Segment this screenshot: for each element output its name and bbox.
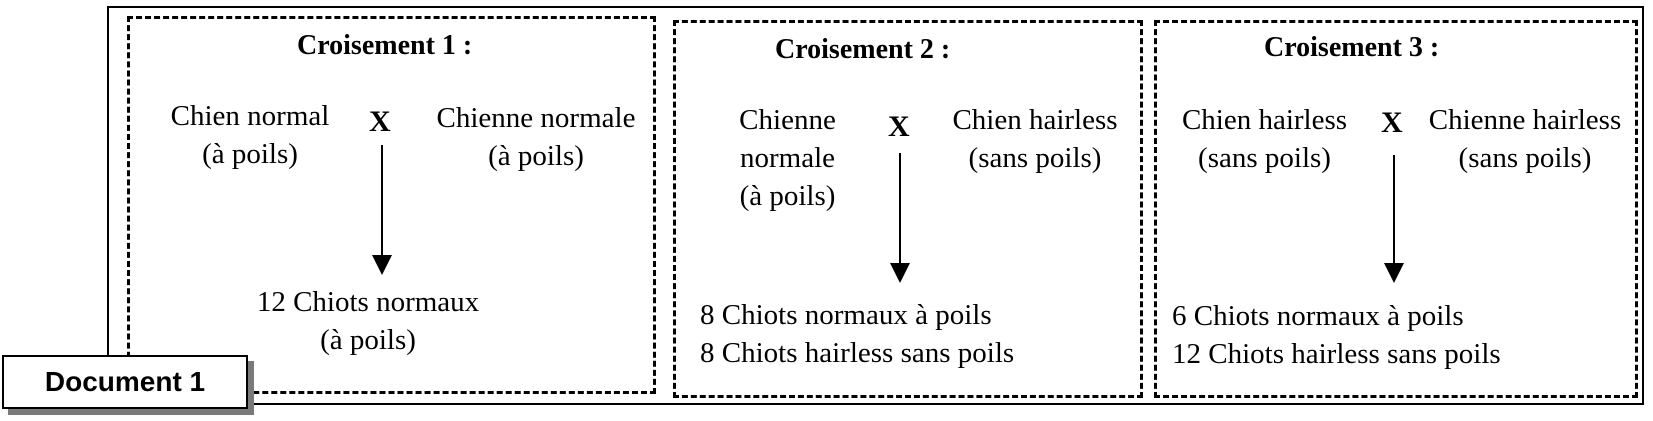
crossing-1-cross-symbol: X: [369, 105, 391, 138]
crossing-1-title: Croisement 1 :: [297, 30, 473, 61]
crossing-1-parent-right-line-2: (à poils): [488, 140, 584, 172]
document-label: Document 1: [2, 355, 248, 409]
crossing-3-offspring-line-1: 6 Chiots normaux à poils: [1172, 300, 1464, 332]
crossing-1-parent-right-line-1: Chienne normale: [436, 102, 636, 134]
crossing-1-offspring-line-2: (à poils): [320, 324, 416, 356]
crossing-3-parent-left: Chien hairless (sans poils): [1167, 101, 1362, 177]
crossing-1-parent-left: Chien normal (à poils): [155, 97, 345, 173]
crossing-3-parent-right: Chienne hairless (sans poils): [1414, 101, 1636, 177]
crossing-1-panel: [127, 16, 656, 394]
crossing-3-panel: [1154, 20, 1638, 398]
crossing-3-offspring-line-2: 12 Chiots hairless sans poils: [1172, 338, 1501, 370]
crossing-3-cross-symbol: X: [1381, 106, 1403, 139]
crossing-3-parent-left-line-1: Chien hairless: [1181, 104, 1348, 136]
crossing-2-parent-left-line-3: (à poils): [739, 180, 836, 212]
crossing-1-parent-left-line-2: (à poils): [202, 138, 298, 170]
crossing-1-offspring: 12 Chiots normaux (à poils): [218, 283, 518, 359]
crossing-3-offspring: 6 Chiots normaux à poils 12 Chiots hairl…: [1172, 297, 1501, 373]
crossing-2-panel: [673, 20, 1143, 398]
crossing-2-parent-left-line-2: normale: [739, 142, 835, 174]
crossing-2-parent-right-line-1: Chien hairless: [952, 104, 1118, 136]
crossing-2-offspring-line-2: 8 Chiots hairless sans poils: [700, 337, 1015, 369]
crossing-2-parent-right: Chien hairless (sans poils): [935, 101, 1135, 177]
crossing-1-parent-right: Chienne normale (à poils): [418, 99, 654, 175]
crossing-3-parent-left-line-2: (sans poils): [1198, 142, 1331, 174]
crossing-2-cross-symbol: X: [888, 110, 910, 143]
document-frame: [107, 6, 1644, 405]
crossing-3-arrow: [1384, 155, 1404, 283]
crossing-3-parent-right-line-1: Chienne hairless: [1428, 104, 1622, 136]
crossing-2-arrow: [890, 153, 910, 283]
crossing-2-title: Croisement 2 :: [775, 34, 951, 65]
crossing-3-title: Croisement 3 :: [1264, 32, 1440, 63]
crossing-3-parent-right-line-2: (sans poils): [1458, 142, 1592, 174]
crossing-1-arrow: [372, 145, 392, 275]
crossing-2-offspring-line-1: 8 Chiots normaux à poils: [700, 299, 992, 331]
crossing-2-parent-right-line-2: (sans poils): [968, 142, 1102, 174]
crossing-2-parent-left-line-1: Chienne: [739, 104, 836, 136]
crossing-2-parent-left: Chienne normale (à poils): [710, 101, 865, 215]
crossing-1-offspring-line-1: 12 Chiots normaux: [256, 286, 480, 318]
crossing-2-offspring: 8 Chiots normaux à poils 8 Chiots hairle…: [700, 296, 1014, 372]
crossing-1-parent-left-line-1: Chien normal: [170, 100, 330, 132]
